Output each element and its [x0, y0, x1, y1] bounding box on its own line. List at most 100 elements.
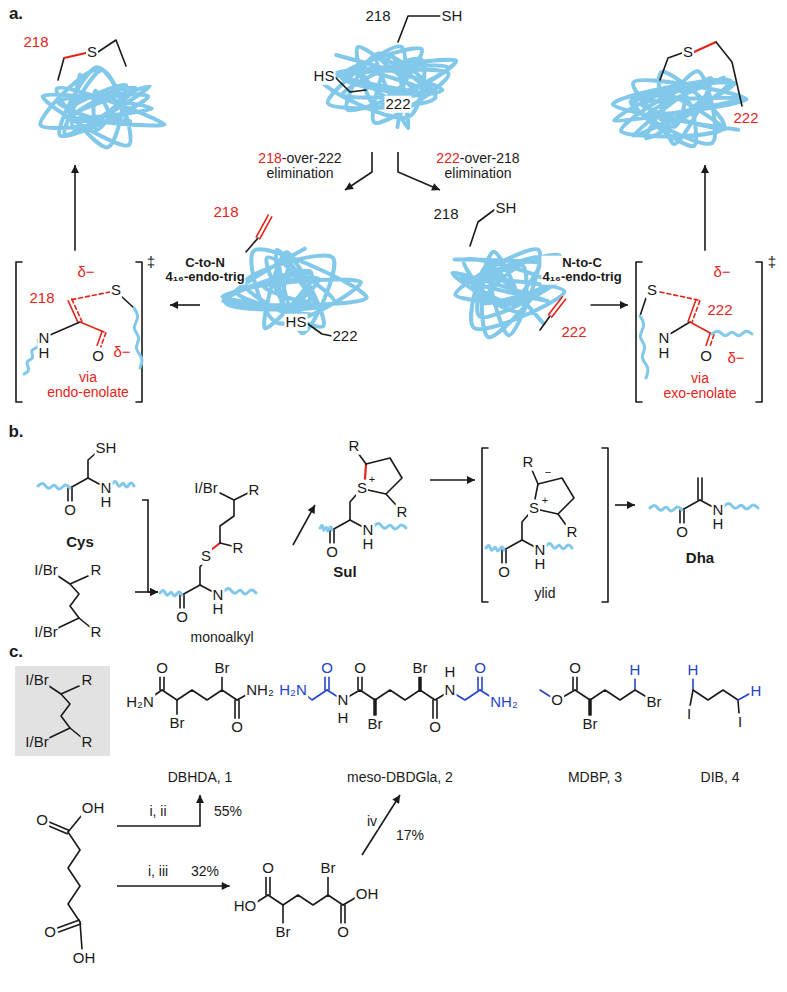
- bond-line: [68, 832, 80, 922]
- protein-chain: [650, 506, 682, 511]
- bond-line: [176, 700, 178, 715]
- atom-label: Cys: [65, 534, 95, 551]
- bond-line: [305, 690, 327, 700]
- atom-label: OH: [81, 800, 106, 817]
- bond-line: [220, 500, 234, 543]
- atom-label: O: [325, 544, 339, 561]
- structure: ONHDha: [635, 450, 765, 570]
- bond-line: [366, 458, 402, 494]
- atom-label: I/Br: [24, 672, 49, 689]
- bond-line: [50, 822, 69, 830]
- atom-label: O: [473, 660, 487, 677]
- bond-line: [576, 676, 578, 690]
- bond-line: [634, 678, 636, 690]
- bond-line: [436, 700, 438, 719]
- bond-line: [269, 877, 271, 895]
- atom-label: HS: [313, 68, 336, 85]
- atom-label: R: [90, 624, 103, 641]
- atom-label: 222: [560, 324, 587, 341]
- bond-line: [756, 262, 762, 402]
- protein-chain: [640, 316, 648, 378]
- structure: OHOOOH: [22, 795, 117, 975]
- atom-label: H: [629, 662, 642, 679]
- reaction-arrow: [398, 152, 440, 190]
- bond-line: [432, 700, 434, 719]
- bond-line: [220, 493, 234, 500]
- atom-label: Br: [646, 694, 663, 711]
- structure: 218S: [15, 20, 195, 165]
- atom-label: DBHDA, 1: [167, 770, 234, 785]
- atom-label: SH: [441, 8, 464, 25]
- atom-label: MDBP, 3: [567, 770, 623, 785]
- text-line: via: [47, 370, 129, 385]
- bond-line: [324, 676, 326, 690]
- bond-line: [386, 494, 396, 505]
- reaction-arrow: [362, 795, 400, 855]
- atom-label: Dha: [685, 550, 715, 567]
- atom-label: 222: [331, 328, 358, 345]
- bond-line: [88, 453, 96, 478]
- structure: HIIHDIB, 4: [668, 655, 778, 795]
- bond-line: [688, 299, 696, 321]
- bond-line: [234, 700, 236, 719]
- reaction-arrow: [170, 304, 200, 306]
- atom-label: δ−: [726, 350, 745, 367]
- atom-label: H: [750, 683, 763, 700]
- reaction-arrow: [293, 505, 315, 545]
- bond-line: [710, 335, 714, 347]
- atom-label: H: [444, 664, 457, 681]
- structure: S222: [590, 20, 770, 165]
- arrow-label: iv: [366, 814, 378, 829]
- atom-label: R: [348, 438, 361, 455]
- structure: OBrHOOHBrO: [230, 855, 387, 950]
- atom-label: ‡: [146, 254, 156, 271]
- atom-label: H: [100, 494, 113, 511]
- panel-letter: b.: [7, 423, 24, 442]
- atom-label: I/Br: [33, 624, 58, 641]
- atom-label: −: [544, 466, 552, 478]
- atom-label: O: [699, 348, 713, 365]
- atom-label: Br: [582, 716, 599, 733]
- atom-label: DIB, 4: [700, 770, 741, 785]
- bond-line: [70, 728, 81, 737]
- arrow-label: C-to-N 4₁₆-endo-trig: [164, 256, 245, 285]
- bond-line: [535, 484, 538, 499]
- bond-line: [548, 297, 562, 315]
- atom-label: H: [534, 556, 547, 573]
- bond-line: [716, 42, 742, 106]
- atom-label: H: [687, 662, 700, 679]
- bond-line: [540, 316, 550, 330]
- structure: I/BrRI/BrR: [25, 557, 135, 645]
- atom-label: R: [566, 524, 579, 541]
- bond-line: [697, 478, 699, 500]
- atom-label: S: [86, 44, 98, 61]
- bond-line: [361, 676, 363, 690]
- atom-label: O: [155, 660, 169, 677]
- bond-line: [67, 488, 69, 501]
- atom-label: R: [232, 540, 245, 557]
- bond-line: [98, 40, 126, 66]
- bond-line: [238, 700, 240, 719]
- atom-label: I/Br: [33, 562, 58, 579]
- bond-line: [308, 324, 332, 336]
- bond-line: [418, 677, 422, 690]
- arrow-label: i, ii: [148, 804, 167, 819]
- bond-line: [70, 292, 110, 300]
- structure: δ−S222NHOδ−via exo-enolate‡: [628, 251, 782, 405]
- bond-line: [481, 676, 483, 690]
- structure: R+SRONHSul: [315, 432, 430, 583]
- bond-line: [257, 895, 268, 902]
- bond-line: [343, 898, 355, 905]
- atom-label: via exo-enolate: [662, 371, 737, 402]
- text-line: 4₁₆-endo-trig: [542, 270, 621, 284]
- bond-line: [693, 690, 738, 700]
- bond-line: [333, 530, 335, 543]
- atom-label: I/Br: [193, 480, 218, 497]
- atom-label: O: [550, 692, 564, 709]
- reaction-arrow: [345, 152, 372, 190]
- atom-label: Br: [275, 924, 292, 941]
- bond-line: [234, 493, 248, 500]
- text-line: 218-over-222: [258, 151, 341, 166]
